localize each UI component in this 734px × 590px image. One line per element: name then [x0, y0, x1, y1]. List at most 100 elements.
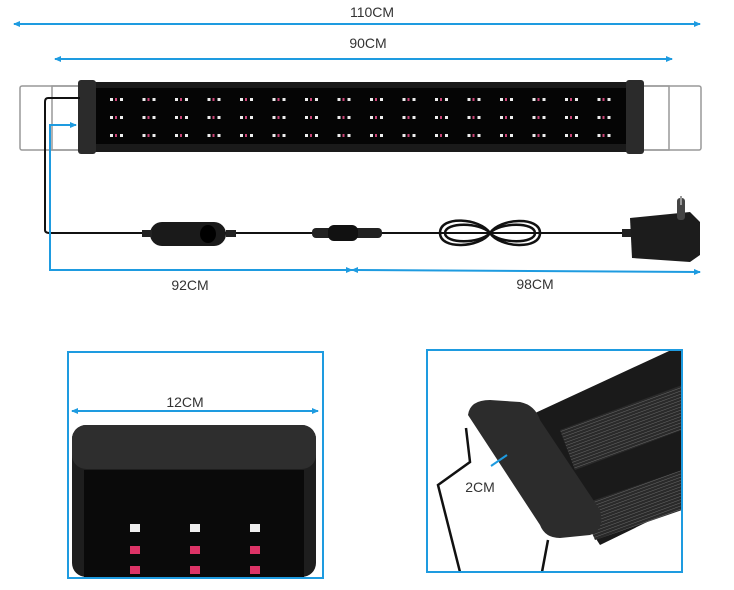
- led: [510, 116, 513, 119]
- led: [110, 98, 113, 101]
- led: [152, 98, 156, 101]
- led: [445, 134, 448, 137]
- led: [277, 134, 280, 137]
- led: [152, 134, 156, 137]
- led: [537, 134, 540, 137]
- led: [240, 116, 243, 119]
- led: [370, 116, 373, 119]
- led: [277, 98, 280, 101]
- led: [315, 134, 318, 137]
- led: [142, 98, 146, 101]
- led: [190, 524, 200, 532]
- led: [602, 116, 605, 119]
- led: [115, 134, 117, 137]
- led: [607, 116, 611, 119]
- led: [570, 134, 572, 137]
- led: [212, 98, 215, 101]
- led: [467, 134, 471, 137]
- overall-length-dimension: 110CM: [13, 4, 701, 27]
- led: [435, 98, 438, 101]
- led: [217, 134, 221, 137]
- led: [565, 116, 568, 119]
- led: [250, 566, 260, 574]
- led: [250, 524, 260, 532]
- led: [147, 116, 150, 119]
- led: [250, 116, 253, 119]
- led: [347, 134, 351, 137]
- led: [575, 134, 578, 137]
- led: [575, 116, 578, 119]
- led: [412, 98, 416, 101]
- led: [217, 116, 221, 119]
- power-cable: [44, 97, 700, 262]
- width-detail-panel: 12CM: [67, 351, 324, 579]
- led: [185, 98, 188, 101]
- led: [152, 116, 156, 119]
- led: [510, 134, 513, 137]
- led: [207, 134, 211, 137]
- led: [147, 98, 150, 101]
- led: [370, 134, 373, 137]
- led: [412, 116, 416, 119]
- led: [142, 116, 146, 119]
- height-arrow: [490, 454, 508, 467]
- end-cap-right: [626, 80, 644, 154]
- led: [472, 134, 475, 137]
- led: [500, 134, 503, 137]
- led: [370, 98, 373, 101]
- led: [250, 98, 253, 101]
- led: [250, 134, 253, 137]
- led: [342, 134, 345, 137]
- led: [342, 98, 345, 101]
- led: [120, 134, 123, 137]
- led: [142, 134, 146, 137]
- led: [245, 116, 247, 119]
- led: [305, 134, 308, 137]
- led: [505, 116, 507, 119]
- led: [467, 98, 471, 101]
- led: [505, 134, 507, 137]
- led: [310, 134, 312, 137]
- led: [310, 116, 312, 119]
- led: [120, 98, 123, 101]
- led: [380, 134, 383, 137]
- led: [185, 134, 188, 137]
- led: [435, 134, 438, 137]
- led: [402, 134, 406, 137]
- end-cap-left: [78, 80, 96, 154]
- led: [115, 98, 117, 101]
- led: [315, 116, 318, 119]
- led: [272, 116, 276, 119]
- led: [310, 98, 312, 101]
- led: [217, 98, 221, 101]
- led: [115, 116, 117, 119]
- led: [542, 134, 546, 137]
- led: [597, 134, 601, 137]
- led: [130, 524, 140, 532]
- led: [467, 116, 471, 119]
- led: [272, 98, 276, 101]
- led: [445, 98, 448, 101]
- led: [597, 116, 601, 119]
- led: [602, 134, 605, 137]
- led: [305, 116, 308, 119]
- led: [180, 116, 182, 119]
- led: [337, 134, 341, 137]
- led: [565, 134, 568, 137]
- overall-length-label: 110CM: [350, 4, 394, 20]
- led: [180, 134, 182, 137]
- led: [477, 134, 481, 137]
- led: [597, 98, 601, 101]
- led: [175, 98, 178, 101]
- led: [435, 116, 438, 119]
- led: [375, 98, 377, 101]
- cable-length-dimension: 92CM 98CM: [49, 122, 701, 293]
- led: [250, 546, 260, 554]
- led: [212, 134, 215, 137]
- cable-connector: [312, 225, 382, 241]
- led: [380, 116, 383, 119]
- led: [305, 98, 308, 101]
- led: [375, 134, 377, 137]
- width-label: 12CM: [166, 394, 203, 410]
